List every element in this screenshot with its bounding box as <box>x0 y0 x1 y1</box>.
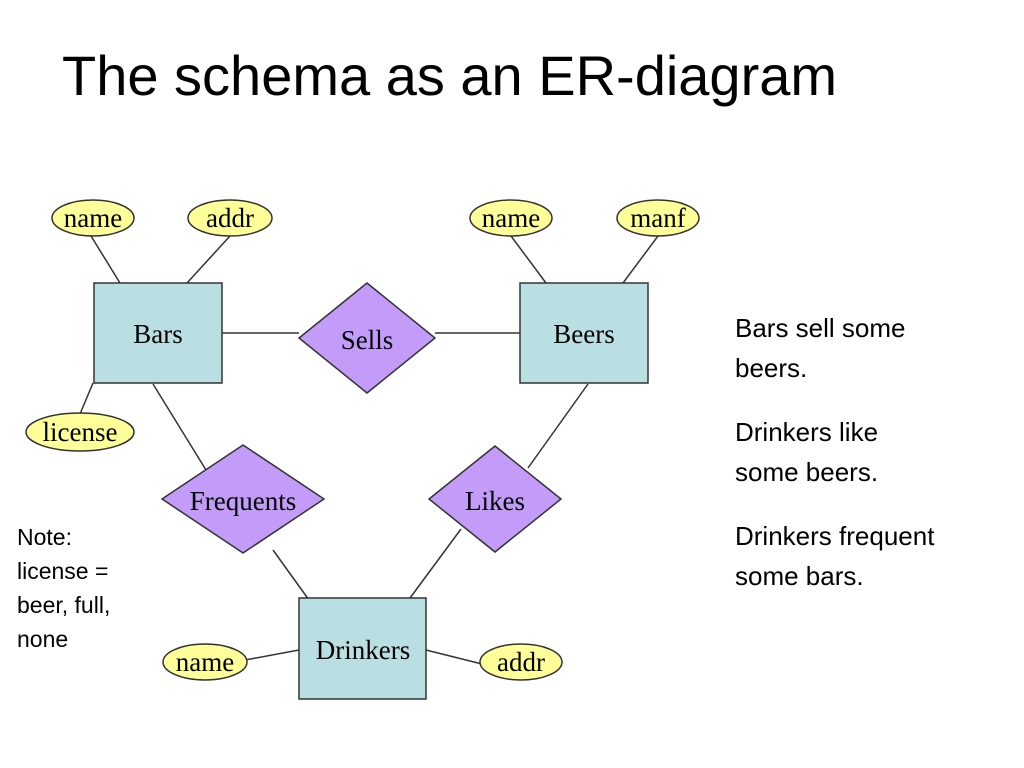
attribute-bars-name-label: name <box>64 203 122 233</box>
entity-beers-label: Beers <box>553 319 614 349</box>
attribute-bars-addr-label: addr <box>206 203 254 233</box>
connector-lines <box>79 235 659 665</box>
attribute-bars-license: license <box>25 412 135 452</box>
entity-beers: Beers <box>519 282 649 384</box>
attribute-bars-license-label: license <box>43 417 118 447</box>
line-bars-name <box>90 235 121 284</box>
caption-bars-sell: Bars sell some beers. <box>735 313 906 383</box>
line-beers-likes <box>527 383 589 469</box>
entity-bars-label: Bars <box>133 319 183 349</box>
attribute-beers-manf: manf <box>616 199 700 237</box>
entity-drinkers-label: Drinkers <box>316 635 410 665</box>
line-beers-name <box>510 235 547 284</box>
attribute-beers-name: name <box>469 199 553 237</box>
line-frequents-drinkers <box>272 549 310 601</box>
attribute-beers-manf-label: manf <box>630 203 685 233</box>
line-bars-license <box>79 382 94 415</box>
caption-drinkers-frequent: Drinkers frequent some bars. <box>735 521 935 591</box>
caption-list: Bars sell some beers. Drinkers like some… <box>735 308 1015 620</box>
attribute-beers-name-label: name <box>482 203 540 233</box>
attribute-bars-addr: addr <box>187 199 273 237</box>
relationship-sells: Sells <box>297 282 437 394</box>
caption-drinkers-like: Drinkers like some beers. <box>735 417 879 487</box>
line-beers-manf <box>622 235 659 284</box>
relationship-frequents-label: Frequents <box>190 486 296 516</box>
line-bars-frequents <box>152 383 207 471</box>
attribute-drinkers-addr-label: addr <box>497 647 545 677</box>
relationship-sells-label: Sells <box>341 325 394 355</box>
attribute-bars-name: name <box>51 199 135 237</box>
relationship-likes-label: Likes <box>465 486 525 516</box>
entity-bars: Bars <box>93 282 223 384</box>
line-drinkers-name <box>244 649 300 661</box>
line-likes-drinkers <box>409 528 462 599</box>
attribute-drinkers-name: name <box>162 643 248 681</box>
attribute-drinkers-name-label: name <box>176 647 234 677</box>
relationship-likes: Likes <box>427 445 563 553</box>
license-note: Note: license = beer, full, none <box>17 524 111 652</box>
line-drinkers-addr <box>425 649 483 665</box>
line-bars-addr <box>186 235 231 284</box>
entity-drinkers: Drinkers <box>298 597 427 700</box>
relationship-frequents: Frequents <box>160 444 326 554</box>
slide-title: The schema as an ER-diagram <box>62 44 838 107</box>
attribute-drinkers-addr: addr <box>479 643 563 681</box>
